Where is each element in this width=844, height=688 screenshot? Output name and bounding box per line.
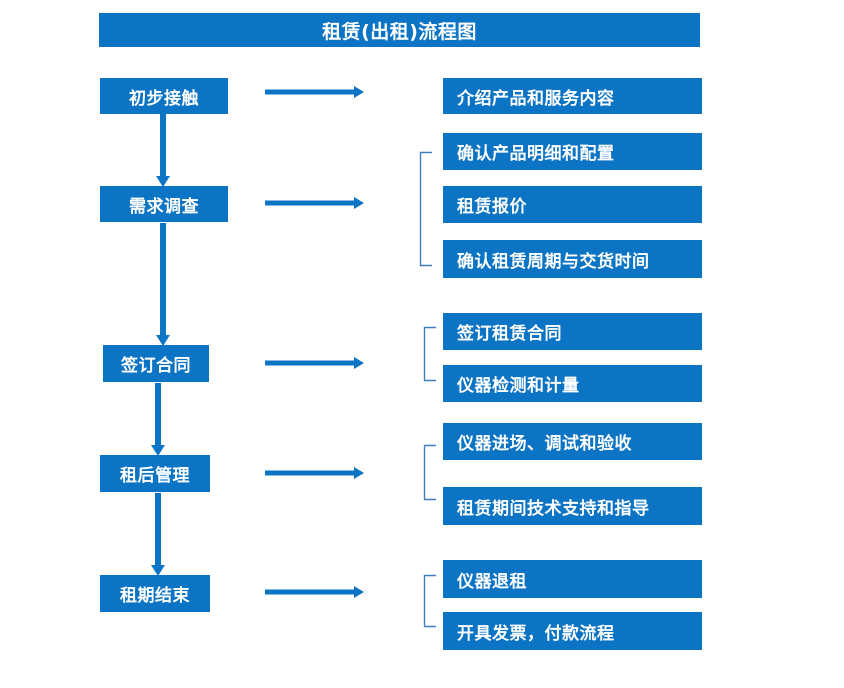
stage-box[interactable]: 需求调查 [100,186,228,222]
stage-box[interactable]: 签订合同 [103,345,209,382]
arrow-stage-1-to-2-icon [153,114,173,190]
detail-box[interactable]: 租赁期间技术支持和指导 [443,487,702,525]
stage-box[interactable]: 租后管理 [100,455,210,492]
bracket-post-rental-icon [423,444,439,503]
detail-box[interactable]: 仪器进场、调试和验收 [443,423,702,460]
detail-box[interactable]: 确认租赁周期与交货时间 [443,240,702,278]
detail-box[interactable]: 仪器检测和计量 [443,365,702,402]
detail-box[interactable]: 租赁报价 [443,186,702,223]
stage-box[interactable]: 初步接触 [100,78,228,114]
bracket-closing-icon [423,574,439,630]
detail-box[interactable]: 仪器退租 [443,560,702,598]
bracket-contract-icon [423,326,439,384]
arrow-stage-2-to-3-icon [153,223,173,349]
detail-box[interactable]: 签订租赁合同 [443,313,702,350]
arrow-stage-4-to-details-icon [265,463,373,483]
stage-box[interactable]: 租期结束 [100,575,210,612]
arrow-stage-2-to-details-icon [265,193,373,213]
arrow-stage-4-to-5-icon [148,493,168,579]
arrow-stage-3-to-details-icon [265,353,373,373]
detail-box[interactable]: 介绍产品和服务内容 [443,78,702,114]
arrow-stage-5-to-details-icon [265,582,373,602]
arrow-stage-1-to-details-icon [265,82,373,102]
bracket-requirements-icon [419,151,435,269]
flowchart-title: 租赁(出租)流程图 [99,13,700,47]
arrow-stage-3-to-4-icon [148,383,168,459]
detail-box[interactable]: 确认产品明细和配置 [443,133,702,170]
detail-box[interactable]: 开具发票，付款流程 [443,612,702,650]
